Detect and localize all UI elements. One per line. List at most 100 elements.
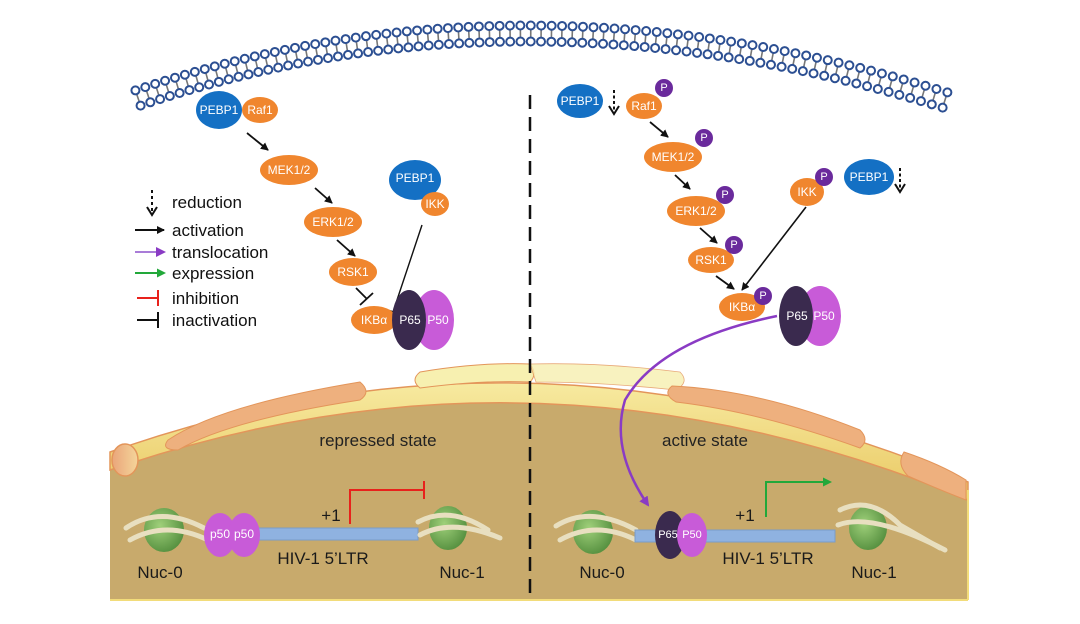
- lipid-head: [671, 45, 682, 56]
- lipid-head: [822, 55, 833, 66]
- svg-text:P: P: [730, 239, 737, 251]
- legend-label: reduction: [172, 193, 242, 212]
- lipid-head: [289, 42, 300, 53]
- nucleosome-nuc1: [415, 506, 503, 550]
- lipid-head: [790, 48, 801, 59]
- lipid-head: [536, 36, 547, 47]
- lipid-head: [909, 77, 920, 88]
- lipid-head: [598, 38, 609, 49]
- inhibition-tss-arrow: [349, 481, 425, 524]
- phosphate-badge: P: [716, 186, 734, 204]
- lipid-head: [578, 21, 589, 32]
- lipid-head: [744, 55, 755, 66]
- activation-arrow: [674, 174, 691, 190]
- lipid-head: [343, 49, 354, 60]
- lipid-head: [263, 64, 274, 75]
- lipid-head: [811, 52, 822, 63]
- lipid-head: [608, 39, 619, 50]
- lipid-head: [808, 68, 819, 79]
- raf1-node: Raf1: [242, 97, 278, 123]
- p65-node: P65: [392, 290, 426, 350]
- lipid-head: [350, 32, 361, 43]
- svg-text:P: P: [700, 132, 707, 144]
- lipid-head: [229, 56, 240, 67]
- lipid-head: [454, 38, 465, 49]
- lipid-head: [587, 38, 598, 49]
- legend-item-expression: expression: [135, 264, 254, 283]
- lipid-head: [283, 60, 294, 71]
- nucleus: [109, 363, 969, 601]
- lipid-head: [765, 59, 776, 70]
- lipid-head: [819, 70, 830, 81]
- lipid-head: [259, 49, 270, 60]
- lipid-head: [942, 87, 953, 98]
- lipid-head: [353, 48, 364, 59]
- lipid-head: [723, 52, 734, 63]
- lipid-head: [876, 68, 887, 79]
- right-pathway: PEBP1 Raf1 MEK1/2 ERK1/2 RSK1 IKK PEBP1: [557, 79, 906, 507]
- lipid-head: [320, 37, 331, 48]
- nuclear-pore: [667, 385, 866, 449]
- lipid-head: [734, 54, 745, 65]
- lipid-head: [833, 57, 844, 68]
- lipid-head: [184, 85, 195, 96]
- mek-node: MEK1/2: [644, 142, 702, 172]
- legend-item-inhibition: inhibition: [137, 289, 239, 308]
- lipid-head: [243, 69, 254, 80]
- lipid-head: [629, 41, 640, 52]
- lipid-head: [683, 30, 694, 41]
- svg-text:MEK1/2: MEK1/2: [652, 150, 695, 164]
- state-label-active: active state: [662, 431, 748, 450]
- lipid-head: [567, 21, 578, 32]
- lipid-head: [651, 27, 662, 38]
- lipid-head: [340, 34, 351, 45]
- lipid-head: [249, 51, 260, 62]
- lipid-head: [179, 69, 190, 80]
- lipid-head: [412, 25, 423, 36]
- left-pathway: PEBP1 Raf1 MEK1/2 ERK1/2 RSK1 PEBP1 IKK: [196, 91, 454, 350]
- nucleosome-nuc1: [835, 502, 948, 553]
- lipid-head: [371, 29, 382, 40]
- lipid-head: [694, 32, 705, 43]
- reduction-arrow-icon: [608, 90, 620, 116]
- lipid-head: [135, 100, 146, 111]
- ikba-node: IKBα: [719, 293, 765, 321]
- lipid-head: [556, 36, 567, 47]
- legend-item-inactivation: inactivation: [137, 311, 257, 330]
- lipid-head: [494, 20, 505, 31]
- lipid-head: [787, 63, 798, 74]
- svg-text:p50: p50: [210, 527, 230, 541]
- phosphate-badge: P: [815, 168, 833, 186]
- lipid-head: [413, 41, 424, 52]
- erk-node: ERK1/2: [667, 196, 725, 226]
- legend: reduction activation translocation expre…: [135, 190, 268, 330]
- lipid-head: [189, 66, 200, 77]
- phosphate-badge: P: [695, 129, 713, 147]
- black-tee-icon: [137, 312, 159, 328]
- lipid-head: [883, 86, 894, 97]
- lipid-head: [391, 27, 402, 38]
- lipid-head: [525, 36, 536, 47]
- mek-node: MEK1/2: [260, 155, 318, 185]
- lipid-head: [660, 44, 671, 55]
- svg-text:P50: P50: [813, 309, 835, 323]
- lipid-head: [915, 96, 926, 107]
- lipid-head: [273, 62, 284, 73]
- lipid-head: [150, 78, 161, 89]
- lipid-head: [332, 51, 343, 62]
- svg-text:IKK: IKK: [425, 197, 444, 211]
- svg-text:PEBP1: PEBP1: [561, 94, 600, 108]
- lipid-head: [194, 82, 205, 93]
- lipid-head: [525, 20, 536, 31]
- activation-arrow: [699, 227, 718, 244]
- lipid-head: [872, 83, 883, 94]
- svg-text:RSK1: RSK1: [337, 265, 369, 279]
- lipid-head: [641, 26, 652, 37]
- lipid-head: [433, 39, 444, 50]
- lipid-head: [484, 37, 495, 48]
- lipid-head: [862, 81, 873, 92]
- lipid-head: [174, 88, 185, 99]
- cell-membrane: [130, 20, 953, 113]
- legend-label: translocation: [172, 243, 268, 262]
- activation-arrow: [715, 275, 735, 290]
